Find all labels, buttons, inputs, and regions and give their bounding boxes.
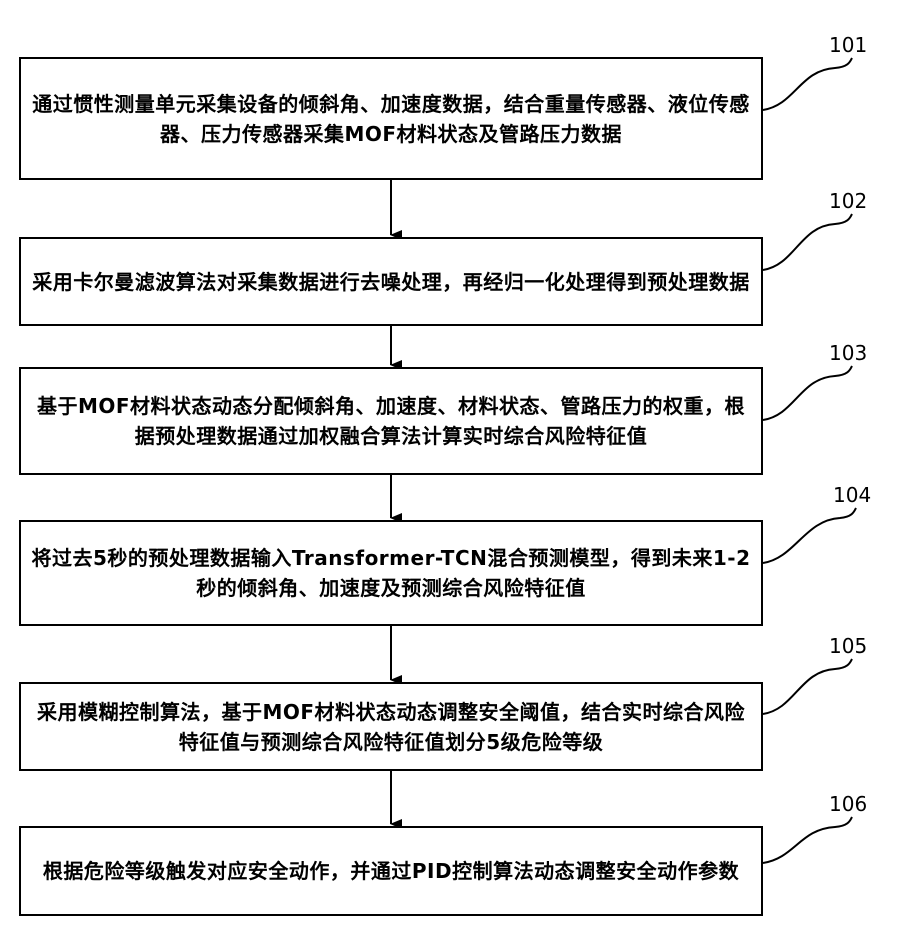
step-text-105: 采用模糊控制算法，基于MOF材料状态动态调整安全阈值，结合实时综合风险特征值与预… <box>31 697 751 757</box>
step-label-101: 101 <box>829 34 867 56</box>
step-label-106: 106 <box>829 793 867 815</box>
step-text-104: 将过去5秒的预处理数据输入Transformer-TCN混合预测模型，得到未来1… <box>31 543 751 603</box>
step-label-104: 104 <box>833 484 871 506</box>
leader-103 <box>763 366 852 420</box>
leader-106 <box>763 817 852 863</box>
step-box-106: 根据危险等级触发对应安全动作，并通过PID控制算法动态调整安全动作参数 <box>19 826 763 916</box>
step-label-105: 105 <box>829 635 867 657</box>
step-text-101: 通过惯性测量单元采集设备的倾斜角、加速度数据，结合重量传感器、液位传感器、压力传… <box>31 89 751 149</box>
step-box-104: 将过去5秒的预处理数据输入Transformer-TCN混合预测模型，得到未来1… <box>19 520 763 626</box>
step-label-102: 102 <box>829 190 867 212</box>
leader-102 <box>763 214 852 270</box>
step-box-103: 基于MOF材料状态动态分配倾斜角、加速度、材料状态、管路压力的权重，根据预处理数… <box>19 367 763 475</box>
leader-101 <box>763 58 852 110</box>
leader-105 <box>763 659 852 714</box>
step-text-106: 根据危险等级触发对应安全动作，并通过PID控制算法动态调整安全动作参数 <box>43 856 739 886</box>
step-box-105: 采用模糊控制算法，基于MOF材料状态动态调整安全阈值，结合实时综合风险特征值与预… <box>19 682 763 771</box>
leader-104 <box>763 508 856 563</box>
step-box-102: 采用卡尔曼滤波算法对采集数据进行去噪处理，再经归一化处理得到预处理数据 <box>19 237 763 326</box>
step-text-103: 基于MOF材料状态动态分配倾斜角、加速度、材料状态、管路压力的权重，根据预处理数… <box>31 391 751 451</box>
step-box-101: 通过惯性测量单元采集设备的倾斜角、加速度数据，结合重量传感器、液位传感器、压力传… <box>19 57 763 180</box>
step-label-103: 103 <box>829 342 867 364</box>
step-text-102: 采用卡尔曼滤波算法对采集数据进行去噪处理，再经归一化处理得到预处理数据 <box>32 267 750 297</box>
